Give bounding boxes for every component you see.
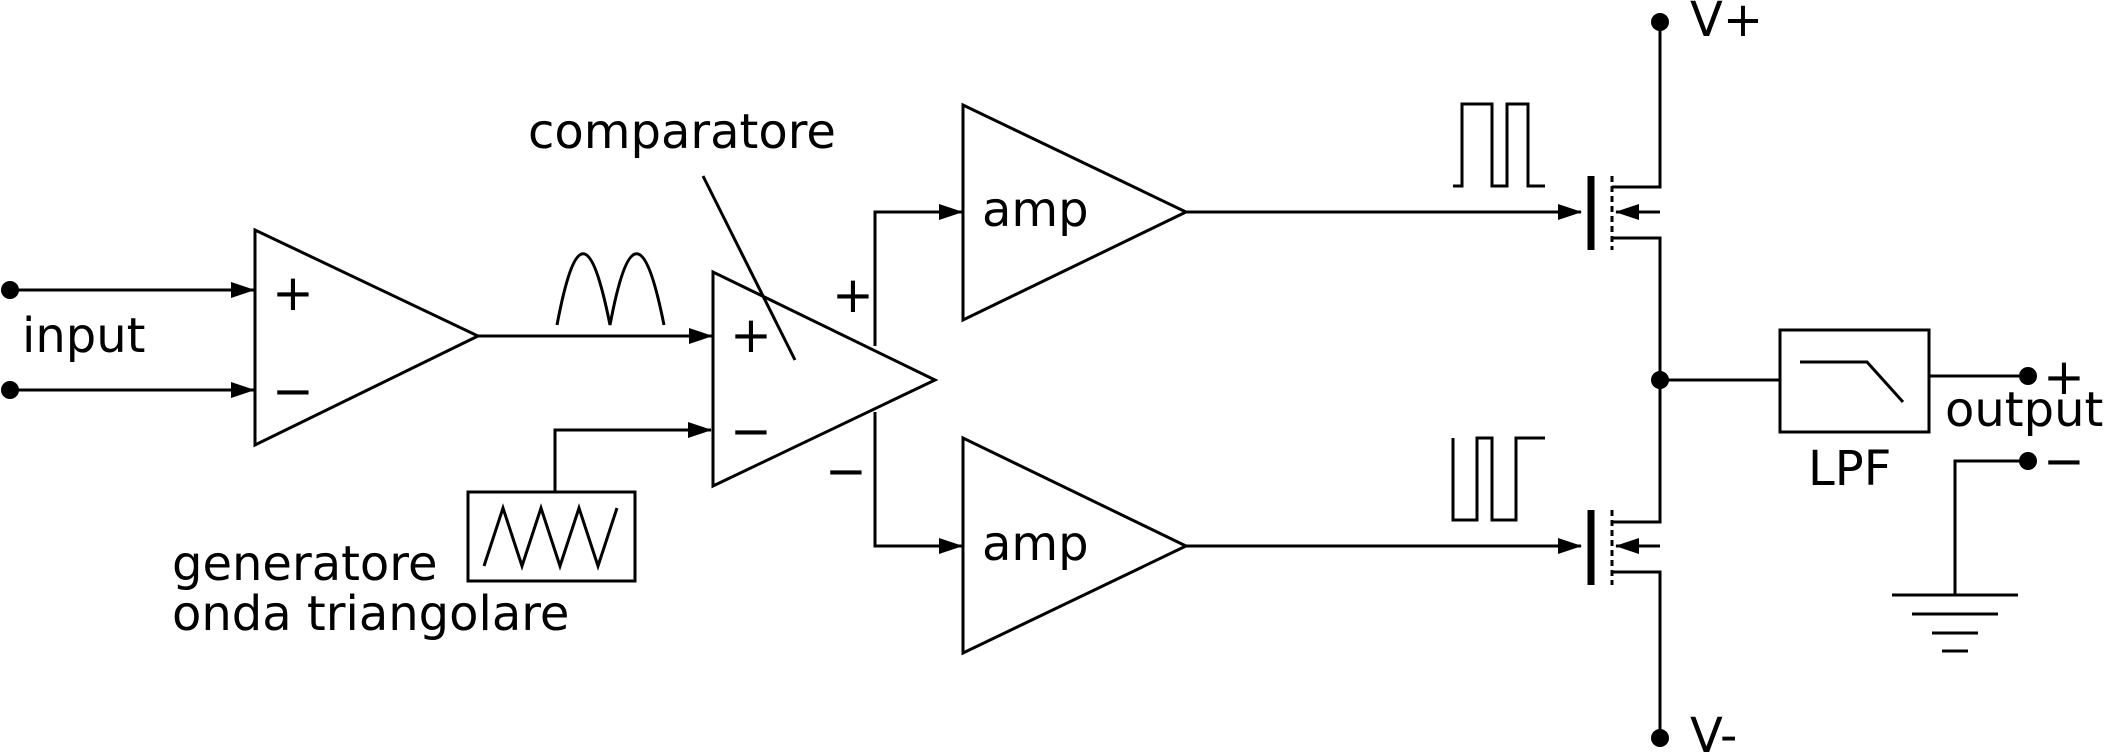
- wire-comparator-to-amp-top: [873, 204, 963, 346]
- amp-bottom-triangle: [961, 435, 1190, 656]
- mosfet-top-drain-wire: [1612, 22, 1662, 189]
- low-pass-filter-box: [1778, 328, 1931, 434]
- comparator-minus-sign: −: [730, 402, 772, 460]
- amp-bottom-label: amp: [982, 516, 1089, 572]
- input-amplifier: + −: [253, 227, 482, 448]
- low-pass-filter: LPF: [1778, 328, 1931, 497]
- comparator-leader-line: [701, 175, 797, 361]
- supply-pos-terminal: [1651, 13, 1669, 31]
- comparator-plus-sign: +: [730, 306, 772, 364]
- output-minus-sign: −: [2043, 432, 2085, 490]
- comparator-output-minus-sign: −: [825, 442, 867, 500]
- amp-top: amp: [961, 102, 1190, 323]
- low-pass-filter-label: LPF: [1808, 441, 1891, 497]
- amp-bottom: amp: [961, 435, 1190, 656]
- output-plus-sign: +: [2043, 348, 2085, 406]
- low-pass-response-icon: [1800, 360, 1905, 404]
- wire-output-to-ground: [1953, 459, 2028, 595]
- supply-neg-label: V-: [1690, 708, 1737, 753]
- comparator-output-plus-sign: +: [832, 266, 874, 324]
- wire-comparator-to-amp-bottom: [873, 412, 963, 554]
- generator-label-line2: onda triangolare: [172, 586, 569, 642]
- ground-icon: [1892, 593, 2018, 653]
- mosfet-bottom-source-wire: [1612, 570, 1662, 738]
- supply-neg-terminal: [1651, 729, 1669, 747]
- input-amplifier-minus-sign: −: [272, 362, 314, 420]
- mosfet-top: V+: [1587, 0, 1763, 379]
- amp-top-triangle: [961, 102, 1190, 323]
- triangle-wave-icon: [482, 503, 619, 571]
- pwm-square-wave-bottom-icon: [1451, 436, 1545, 522]
- mosfet-top-source-wire: [1612, 236, 1662, 379]
- pwm-square-wave-top-icon: [1453, 102, 1545, 188]
- input-amplifier-plus-sign: +: [272, 264, 314, 322]
- amp-top-label: amp: [982, 182, 1089, 238]
- triangle-generator: generatore onda triangolare: [172, 422, 712, 642]
- input-label: input: [22, 308, 145, 364]
- comparator-label: comparatore: [528, 104, 836, 160]
- input-terminals: input: [1, 281, 255, 399]
- input-amplifier-triangle: [253, 227, 482, 448]
- wire-generator-to-comparator: [553, 422, 712, 492]
- generator-label-line1: generatore: [172, 536, 438, 592]
- mosfet-bottom-drain-wire: [1612, 379, 1662, 524]
- mosfet-bottom: V-: [1587, 379, 1737, 753]
- output-terminal-plus: [2019, 367, 2037, 385]
- supply-pos-label: V+: [1690, 0, 1763, 48]
- comparator-triangle: [711, 269, 939, 489]
- sine-wave-icon: [555, 252, 666, 326]
- output-label: output: [1945, 382, 2103, 438]
- comparator: + − comparatore: [528, 104, 939, 489]
